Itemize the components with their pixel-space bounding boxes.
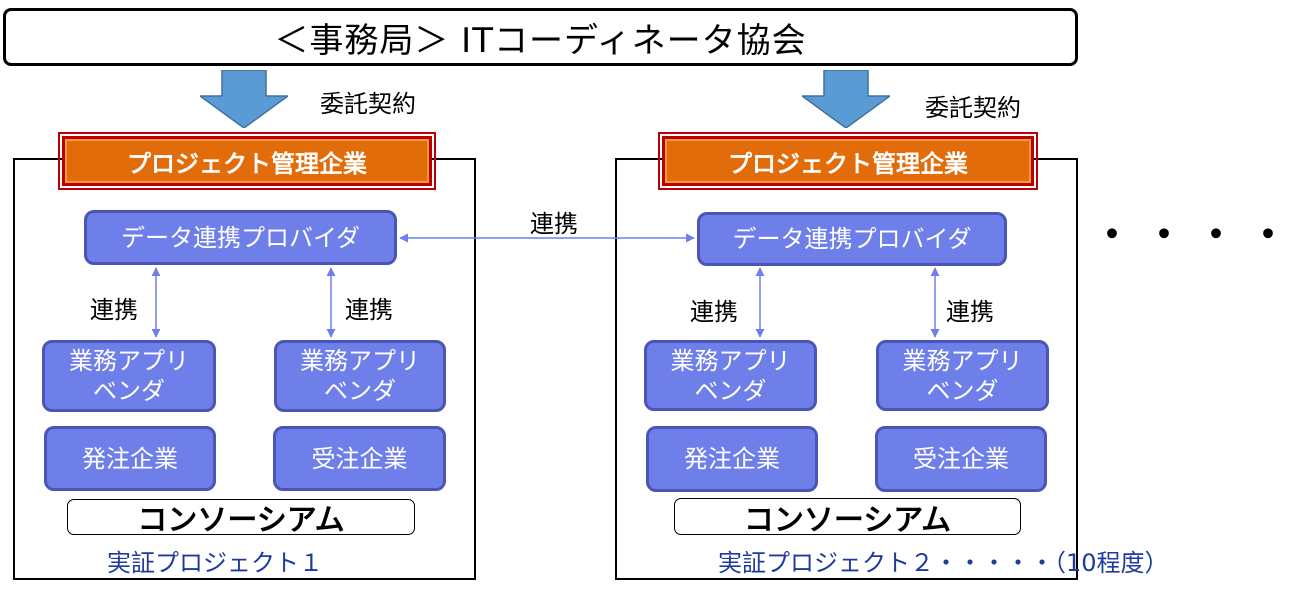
app-vendor-line2: ベンダ: [926, 376, 999, 405]
app-vendor-line1: 業務アプリ: [670, 346, 791, 375]
app-vendor-line1: 業務アプリ: [902, 346, 1023, 375]
down-arrow-icon: [802, 70, 890, 128]
contract-label-2: 委託契約: [925, 94, 1021, 122]
data-provider-box-1: データ連携プロバイダ: [84, 210, 397, 265]
link-label-2b: 連携: [946, 298, 994, 326]
secretariat-header: ＜事務局＞ ITコーディネータ協会: [3, 8, 1078, 66]
pm-company-box-1: プロジェクト管理企業: [58, 132, 436, 190]
app-vendor-line2: ベンダ: [694, 376, 767, 405]
app-vendor-line1: 業務アプリ: [300, 347, 420, 375]
app-vendor-line1: 業務アプリ: [69, 347, 189, 375]
app-vendor-box-2a: 業務アプリベンダ: [644, 340, 817, 411]
consortium-label-1: コンソーシアム: [67, 499, 415, 538]
app-vendor-box-1a: 業務アプリベンダ: [42, 340, 216, 412]
pm-company-box-2: プロジェクト管理企業: [658, 132, 1038, 190]
link-label-1a: 連携: [90, 296, 138, 324]
app-vendor-box-1b: 業務アプリベンダ: [274, 340, 446, 412]
project-name-1: 実証プロジェクト１: [107, 549, 323, 577]
more-projects-dots: ・・・・・: [1092, 212, 1299, 258]
orderer-box-2: 発注企業: [646, 426, 818, 492]
project-name-2: 実証プロジェクト２・・・・・（10程度）: [718, 549, 1169, 577]
app-vendor-box-2b: 業務アプリベンダ: [876, 340, 1049, 411]
app-vendor-line2: ベンダ: [93, 377, 165, 405]
contractor-box-2: 受注企業: [875, 426, 1047, 492]
contract-label-1: 委託契約: [320, 90, 416, 118]
consortium-label-2: コンソーシアム: [674, 498, 1021, 538]
contractor-box-1: 受注企業: [273, 426, 446, 491]
link-label-2a: 連携: [690, 298, 738, 326]
link-label-center: 連携: [530, 210, 578, 238]
data-provider-box-2: データ連携プロバイダ: [697, 212, 1007, 266]
link-label-1b: 連携: [345, 296, 393, 324]
orderer-box-1: 発注企業: [44, 426, 216, 491]
down-arrow-icon: [200, 70, 288, 128]
app-vendor-line2: ベンダ: [324, 377, 396, 405]
